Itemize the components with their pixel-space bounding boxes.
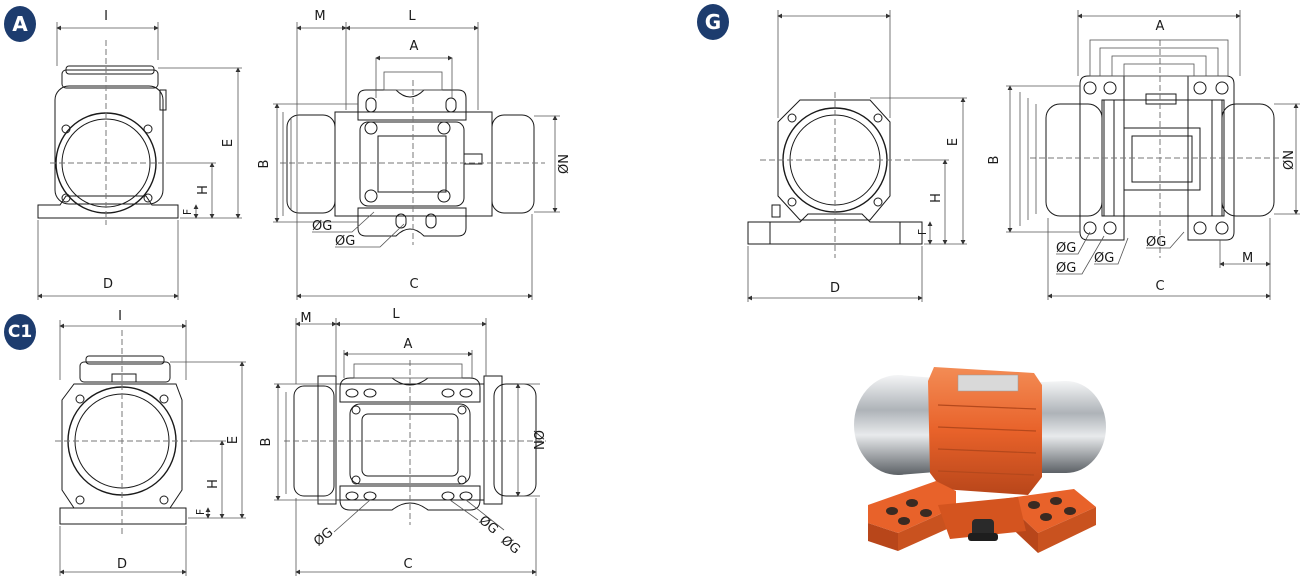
view-a-top — [273, 22, 560, 300]
label-a-c: C — [409, 277, 418, 292]
label-g-g2: ØG — [1056, 261, 1076, 276]
badge-c1: C1 — [4, 314, 36, 350]
label-c1-g2: ØG — [476, 513, 501, 538]
label-c1-h: H — [206, 479, 221, 489]
label-c1-e: E — [226, 436, 241, 444]
label-a-e: E — [221, 139, 236, 147]
label-g-f: F — [916, 229, 929, 235]
label-c1-m: M — [300, 311, 311, 326]
label-g-n: ØN — [1282, 150, 1297, 170]
badge-g: G — [697, 4, 729, 40]
label-c1-g1: ØG — [311, 525, 336, 550]
label-c1-d: D — [117, 557, 127, 572]
label-g-h: H — [929, 193, 944, 203]
view-c1-top — [274, 318, 546, 576]
label-c1-n: ØN — [530, 430, 545, 450]
label-g-g4: ØG — [1146, 235, 1166, 250]
label-g-m: M — [1242, 251, 1253, 266]
label-a-g2: ØG — [335, 234, 355, 249]
label-c1-b: B — [259, 438, 274, 447]
label-g-g3: ØG — [1094, 251, 1114, 266]
label-c1-l: L — [392, 307, 400, 322]
label-a-d: D — [103, 277, 113, 292]
label-c1-f: F — [194, 509, 207, 515]
view-a-front — [37, 22, 242, 300]
view-g-front — [747, 10, 967, 302]
badge-a: A — [4, 6, 36, 42]
label-c1-g3: ØG — [498, 533, 523, 558]
view-c1-front — [55, 320, 246, 576]
label-a-h: H — [196, 185, 211, 195]
label-g-b: B — [987, 156, 1002, 165]
label-a-m: M — [314, 9, 325, 24]
label-g-c: C — [1155, 279, 1164, 294]
label-c1-c: C — [403, 557, 412, 572]
label-g-g1: ØG — [1056, 241, 1076, 256]
cable-gland — [972, 519, 994, 537]
label-a-b: B — [257, 160, 272, 169]
label-g-a: A — [1156, 19, 1165, 34]
label-a-f: F — [181, 209, 194, 215]
base-foot-right — [1002, 489, 1096, 533]
label-a-g1: ØG — [312, 219, 332, 234]
label-c1-i: I — [118, 309, 122, 324]
vibrator-motor-photo — [854, 367, 1106, 553]
label-g-e: E — [946, 138, 961, 146]
label-c1-a: A — [404, 337, 413, 352]
label-a-n: ØN — [557, 154, 572, 174]
label-g-d: D — [830, 281, 840, 296]
motor-housing — [928, 367, 1042, 495]
view-g-top — [1006, 10, 1300, 300]
label-a-l: L — [408, 9, 416, 24]
label-a-i: I — [104, 9, 108, 24]
label-a-a: A — [410, 39, 419, 54]
nameplate — [957, 374, 1019, 392]
